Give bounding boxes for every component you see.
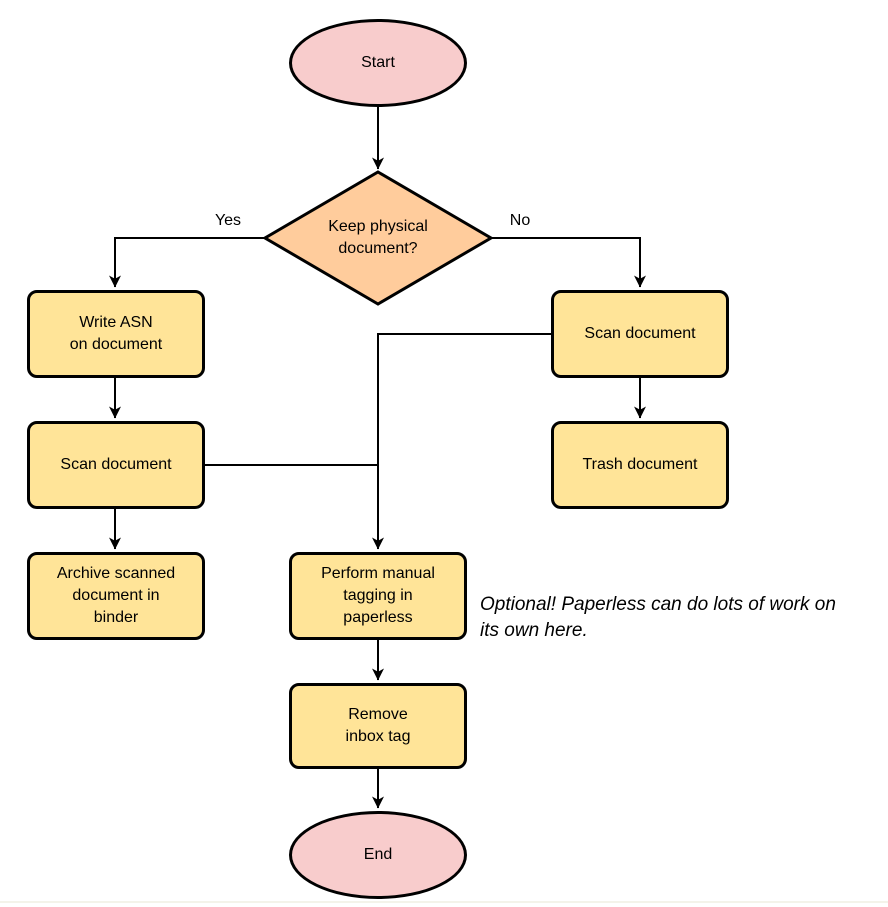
node-decision: Keep physical document? (265, 172, 491, 304)
node-start: Start (289, 19, 467, 107)
edge-label-no: No (509, 212, 531, 229)
node-remove-inbox: Remove inbox tag (289, 683, 467, 769)
node-scan-right: Scan document (551, 290, 729, 378)
node-end-label: End (363, 846, 393, 863)
node-archive: Archive scanned document in binder (27, 552, 205, 640)
edge-label-yes: Yes (214, 212, 242, 229)
optional-annotation: Optional! Paperless can do lots of work … (480, 594, 836, 641)
bottom-edge-rule (0, 901, 888, 903)
node-trash: Trash document (551, 421, 729, 509)
edge-decision-to-scan-right (490, 237, 646, 288)
edge-scan-right-to-tagging (372, 333, 551, 550)
node-scan-left: Scan document (27, 421, 205, 509)
node-tagging: Perform manual tagging in paperless (289, 552, 467, 640)
node-archive-label: Archive scanned document in binder (56, 565, 176, 626)
decision-diamond-shape (262, 170, 494, 306)
node-write-asn: Write ASN on document (27, 290, 205, 378)
node-start-label: Start (361, 54, 395, 71)
node-remove-inbox-label: Remove inbox tag (345, 706, 411, 745)
node-trash-label: Trash document (582, 456, 698, 473)
node-write-asn-label: Write ASN on document (69, 314, 163, 353)
node-scan-right-label: Scan document (584, 325, 696, 342)
edge-decision-to-write-asn (109, 237, 266, 288)
node-end: End (289, 811, 467, 899)
node-decision-label: Keep physical document? (328, 218, 428, 257)
node-scan-left-label: Scan document (60, 456, 172, 473)
node-tagging-label: Perform manual tagging in paperless (321, 565, 435, 626)
